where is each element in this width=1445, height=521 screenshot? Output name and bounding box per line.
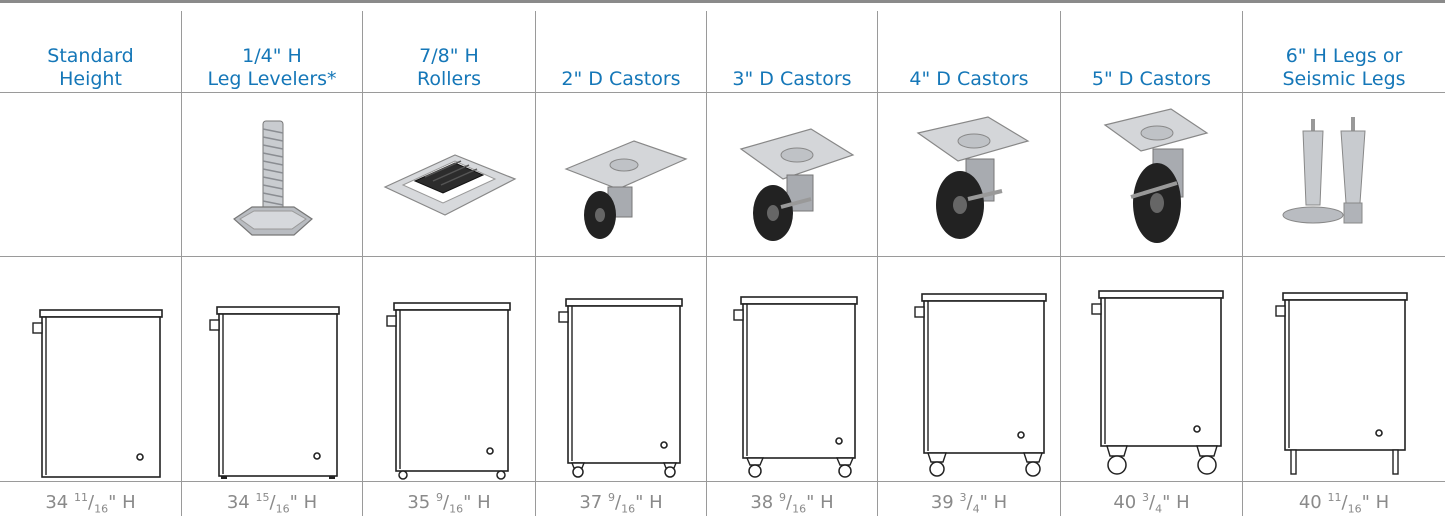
unit-drawing bbox=[0, 259, 181, 481]
header-divider bbox=[0, 92, 1445, 93]
castor-icon bbox=[1061, 95, 1242, 257]
unit-drawing bbox=[536, 259, 706, 481]
unit-drawing bbox=[878, 259, 1060, 481]
unit-drawing bbox=[707, 259, 877, 481]
photo-empty bbox=[0, 95, 181, 257]
column-4in-castors: 4" D Castors bbox=[878, 3, 1060, 516]
height-value: 40 3/4" H bbox=[1113, 491, 1190, 516]
unit-drawing bbox=[182, 259, 362, 481]
column-divider bbox=[877, 11, 878, 516]
height-value: 38 9/16" H bbox=[750, 491, 834, 516]
column-header: 4" D Castors bbox=[909, 68, 1029, 90]
column-2in-castors: 2" D Castors bbox=[536, 3, 706, 516]
height-value: 37 9/16" H bbox=[579, 491, 663, 516]
leg-leveler-icon bbox=[182, 95, 362, 257]
unit-drawing bbox=[363, 259, 535, 481]
legs-icon bbox=[1243, 95, 1445, 257]
column-divider bbox=[181, 11, 182, 516]
column-3in-castors: 3" D Castors bbox=[707, 3, 877, 516]
photo-divider bbox=[0, 256, 1445, 257]
column-divider bbox=[706, 11, 707, 516]
unit-drawing bbox=[1243, 259, 1445, 481]
roller-icon bbox=[363, 95, 535, 257]
column-divider bbox=[1060, 11, 1061, 516]
column-header: 2" D Castors bbox=[561, 68, 681, 90]
height-value: 35 9/16" H bbox=[407, 491, 491, 516]
height-value: 34 15/16" H bbox=[226, 491, 318, 516]
drawing-divider bbox=[0, 481, 1445, 482]
column-header: 5" D Castors bbox=[1091, 68, 1212, 90]
castor-icon bbox=[878, 95, 1060, 257]
height-value: 40 11/16" H bbox=[1298, 491, 1390, 516]
castor-icon bbox=[707, 95, 877, 257]
column-divider bbox=[1242, 11, 1243, 516]
unit-drawing bbox=[1061, 259, 1242, 481]
column-divider bbox=[535, 11, 536, 516]
column-header: 3" D Castors bbox=[732, 68, 852, 90]
column-5in-castors: 5" D Castors bbox=[1061, 3, 1242, 516]
height-value: 39 3/4" H bbox=[930, 491, 1008, 516]
column-divider bbox=[362, 11, 363, 516]
top-rule bbox=[0, 0, 1445, 3]
castor-icon bbox=[536, 95, 706, 257]
height-value: 34 11/16" H bbox=[45, 491, 136, 516]
